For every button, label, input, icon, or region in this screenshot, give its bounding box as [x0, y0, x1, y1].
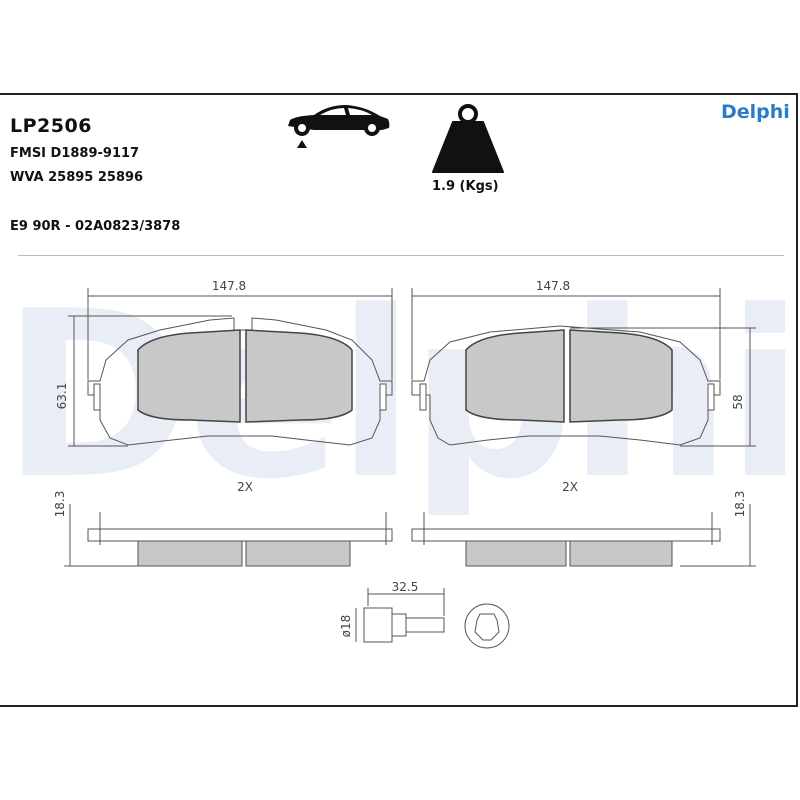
part-number: LP2506 [10, 115, 92, 137]
front-axle-car-icon [288, 105, 390, 148]
drawing-frame [0, 93, 798, 707]
wva-code: WVA 25895 25896 [10, 170, 144, 185]
left-pad-friction [137, 329, 241, 423]
right-width-dim: 147.8 [536, 279, 570, 293]
weight-icon [432, 104, 504, 173]
right-thickness-dim: 18.3 [733, 491, 747, 518]
technical-drawing: 147.8 147.8 63.1 58 2X 2X 18.3 18.3 32.5… [53, 279, 756, 649]
delphi-logo: Delphi [721, 101, 790, 123]
left-thickness-dim: 18.3 [53, 491, 67, 518]
fmsi-code: FMSI D1889-9117 [10, 146, 140, 161]
bolt-length-dim: 32.5 [392, 580, 419, 594]
weight-value: 1.9 (Kgs) [432, 179, 499, 194]
right-height-dim: 58 [731, 394, 745, 409]
left-width-dim: 147.8 [212, 279, 246, 293]
approval-code: E9 90R - 02A0823/3878 [10, 219, 181, 234]
left-height-dim: 63.1 [55, 383, 69, 410]
right-qty: 2X [562, 480, 578, 494]
left-qty: 2X [237, 480, 253, 494]
right-pad-friction [465, 329, 565, 423]
bolt-diameter-dim: ø18 [339, 615, 353, 638]
bolt-drawing [355, 588, 510, 649]
header-divider [18, 255, 784, 256]
